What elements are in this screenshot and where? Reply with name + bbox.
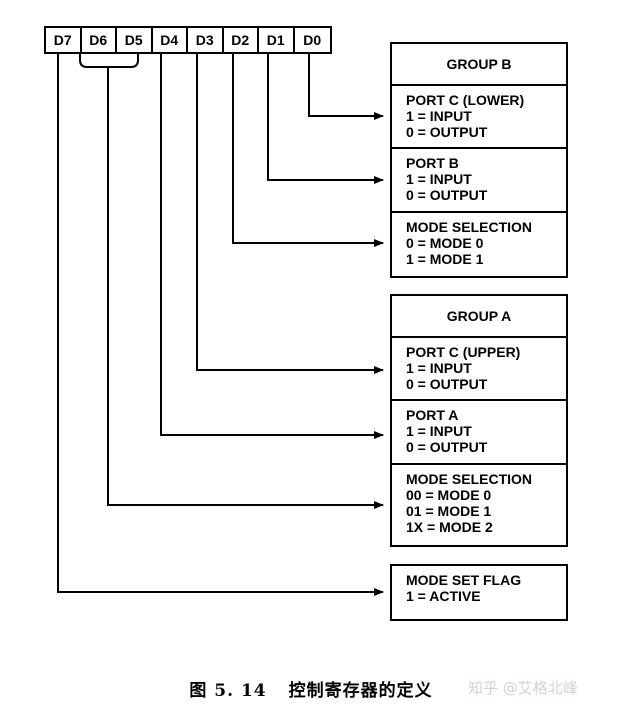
group-a-mode-1: 01 = MODE 1	[406, 503, 492, 519]
line-d0	[308, 54, 384, 120]
bit-d0: D0	[303, 32, 322, 48]
figure-title: 控制寄存器的定义	[288, 681, 433, 701]
bit-d3: D3	[188, 28, 224, 52]
port-a-input: 1 = INPUT	[406, 423, 472, 439]
group-b-port-b: PORT B 1 = INPUT 0 = OUTPUT	[392, 149, 566, 213]
group-a-mode-selection: MODE SELECTION 00 = MODE 0 01 = MODE 1 1…	[392, 465, 566, 545]
port-c-lower-label: PORT C (LOWER)	[406, 92, 525, 108]
line-d2	[232, 54, 384, 247]
group-b-port-c-lower: PORT C (LOWER) 1 = INPUT 0 = OUTPUT	[392, 86, 566, 149]
line-d4	[160, 54, 384, 439]
watermark: 知乎 @艾格北峰	[468, 679, 578, 697]
line-d3	[196, 54, 384, 374]
line-d7	[57, 54, 384, 596]
group-b-title: GROUP B	[392, 44, 566, 86]
group-b-mode-selection: MODE SELECTION 0 = MODE 0 1 = MODE 1	[392, 213, 566, 276]
group-a-mode-selection-label: MODE SELECTION	[406, 471, 533, 487]
group-b-box: GROUP B PORT C (LOWER) 1 = INPUT 0 = OUT…	[390, 42, 568, 278]
port-b-label: PORT B	[406, 155, 459, 171]
group-b-mode-selection-label: MODE SELECTION	[406, 219, 533, 235]
port-c-lower-output: 0 = OUTPUT	[406, 124, 488, 140]
port-a-output: 0 = OUTPUT	[406, 439, 488, 455]
port-c-upper-label: PORT C (UPPER)	[406, 344, 521, 360]
figure-number: 图 5. 14	[189, 681, 267, 701]
bit-d6: D6	[82, 28, 117, 52]
port-a-label: PORT A	[406, 407, 459, 423]
group-b-mode-1: 1 = MODE 1	[406, 251, 484, 267]
group-a-title: GROUP A	[392, 296, 566, 338]
control-word-bits: D7 D6 D5 D4 D3 D2 D1 D0	[44, 26, 332, 54]
port-b-input: 1 = INPUT	[406, 171, 472, 187]
group-b-mode-0: 0 = MODE 0	[406, 235, 484, 251]
bit-d2: D2	[224, 28, 259, 52]
bit-d1: D1	[259, 28, 295, 52]
group-a-box: GROUP A PORT C (UPPER) 1 = INPUT 0 = OUT…	[390, 294, 568, 547]
mode-set-flag-cell: MODE SET FLAG 1 = ACTIVE	[392, 566, 566, 619]
bit-d7: D7	[46, 28, 82, 52]
port-c-upper-input: 1 = INPUT	[406, 360, 472, 376]
port-b-output: 0 = OUTPUT	[406, 187, 488, 203]
figure-caption: 图 5. 14 控制寄存器的定义	[0, 676, 622, 701]
mode-set-flag-active: 1 = ACTIVE	[406, 588, 481, 604]
group-a-port-a: PORT A 1 = INPUT 0 = OUTPUT	[392, 401, 566, 465]
port-c-upper-output: 0 = OUTPUT	[406, 376, 488, 392]
port-c-lower-input: 1 = INPUT	[406, 108, 472, 124]
line-d6-d5	[107, 67, 384, 509]
mode-set-flag-label: MODE SET FLAG	[406, 572, 522, 588]
group-a-mode-0: 00 = MODE 0	[406, 487, 492, 503]
brace-d6-d5	[79, 54, 139, 68]
mode-set-flag-box: MODE SET FLAG 1 = ACTIVE	[390, 564, 568, 621]
bit-d5: D5	[117, 28, 153, 52]
group-a-mode-2: 1X = MODE 2	[406, 519, 493, 535]
bit-d4: D4	[153, 28, 188, 52]
group-a-port-c-upper: PORT C (UPPER) 1 = INPUT 0 = OUTPUT	[392, 338, 566, 401]
line-d1	[267, 54, 384, 184]
